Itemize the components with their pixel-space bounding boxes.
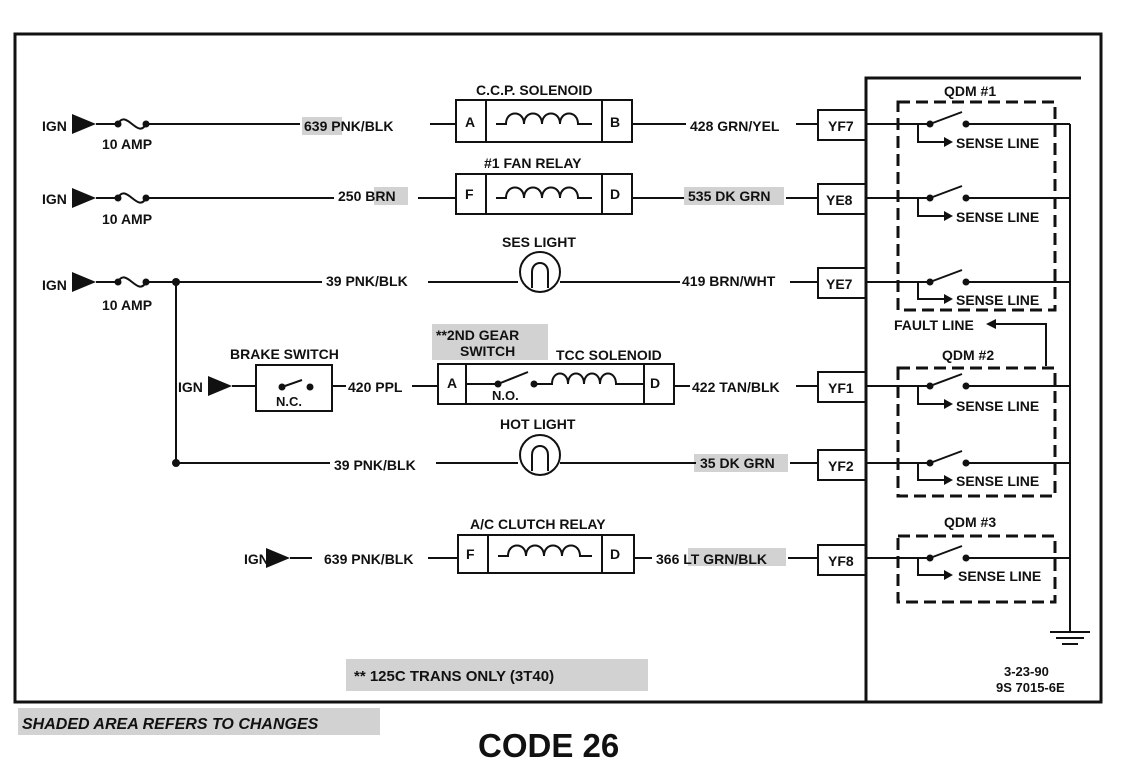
qdm-switch: SENSE LINE xyxy=(917,111,1070,151)
wire-label: 35 DK GRN xyxy=(700,455,775,471)
sense-line-label: SENSE LINE xyxy=(958,568,1041,584)
ecm-pin-label: YF8 xyxy=(828,553,854,569)
ecm-pin-label: YF2 xyxy=(828,458,854,474)
sense-line-label: SENSE LINE xyxy=(956,135,1039,151)
pin-label: A xyxy=(447,375,457,391)
sense-line-label: SENSE LINE xyxy=(956,398,1039,414)
ign-label: IGN xyxy=(244,551,269,567)
coil-symbol xyxy=(534,372,644,385)
pin-label: D xyxy=(610,186,620,202)
component-title: SWITCH xyxy=(460,343,515,359)
ign-label: IGN xyxy=(178,379,203,395)
wire-label: 39 PNK/BLK xyxy=(334,457,416,473)
row-tcc-solenoid: BRAKE SWITCH IGN N.C. 420 PPL **2ND GEAR… xyxy=(178,327,918,412)
fuse-rating-label: 10 AMP xyxy=(102,297,152,313)
ign-label: IGN xyxy=(42,191,67,207)
coil-symbol xyxy=(496,186,592,199)
ecm-pin-label: YF1 xyxy=(828,380,854,396)
ecm-module: QDM #1 QDM #2 QDM #3 SENSE LINE SENS xyxy=(864,76,1090,702)
component-title: **2ND GEAR xyxy=(436,327,519,343)
sense-line-label: SENSE LINE xyxy=(956,473,1039,489)
pin-label: D xyxy=(610,546,620,562)
row-hot-light: 39 PNK/BLK HOT LIGHT 35 DK GRN YF2 xyxy=(172,416,918,481)
qdm-switch: SENSE LINE xyxy=(917,545,1070,584)
qdm-switch: SENSE LINE xyxy=(917,185,1070,225)
pin-label: F xyxy=(465,186,474,202)
switch-contact-label: N.C. xyxy=(276,394,302,409)
wire-label: 639 PNK/BLK xyxy=(324,551,413,567)
coil-symbol xyxy=(496,112,592,125)
wire-label: 419 BRN/WHT xyxy=(682,273,776,289)
ecm-pin-label: YE7 xyxy=(826,276,853,292)
ground-symbol xyxy=(1050,631,1090,645)
qdm-box xyxy=(896,366,1057,498)
sense-line-label: SENSE LINE xyxy=(956,209,1039,225)
component-title: #1 FAN RELAY xyxy=(484,155,582,171)
shaded-area-note: SHADED AREA REFERS TO CHANGES xyxy=(22,716,319,733)
coil-symbol xyxy=(498,544,592,557)
fuse-rating-label: 10 AMP xyxy=(102,136,152,152)
sense-line-label: SENSE LINE xyxy=(956,292,1039,308)
pin-label: A xyxy=(465,114,475,130)
wire-label: 420 PPL xyxy=(348,379,403,395)
switch-contact-label: N.O. xyxy=(492,388,519,403)
qdm-label: QDM #1 xyxy=(944,83,996,99)
fault-line-label: FAULT LINE xyxy=(894,317,974,333)
fuse-rating-label: 10 AMP xyxy=(102,211,152,227)
pin-label: F xyxy=(466,546,475,562)
wire-label: 535 DK GRN xyxy=(688,188,770,204)
component-title: A/C CLUTCH RELAY xyxy=(470,516,606,532)
document-number: 9S 7015-6E xyxy=(996,680,1065,695)
ecm-pin-label: YF7 xyxy=(828,118,854,134)
wire-label: 39 PNK/BLK xyxy=(326,273,408,289)
ecm-pin-label: YE8 xyxy=(826,192,853,208)
trans-note: ** 125C TRANS ONLY (3T40) xyxy=(354,668,554,685)
qdm-switch: SENSE LINE xyxy=(917,373,1070,414)
qdm-label: QDM #3 xyxy=(944,514,996,530)
pin-label: D xyxy=(650,375,660,391)
ign-label: IGN xyxy=(42,118,67,134)
qdm-box xyxy=(896,534,1057,604)
pin-label: B xyxy=(610,114,620,130)
qdm-box xyxy=(896,100,1057,312)
wire-label: 250 BRN xyxy=(338,188,396,204)
component-title: SES LIGHT xyxy=(502,234,576,250)
code-title: CODE 26 xyxy=(478,727,619,764)
qdm-label: QDM #2 xyxy=(942,347,994,363)
ign-label: IGN xyxy=(42,277,67,293)
component-title: BRAKE SWITCH xyxy=(230,346,339,362)
bulb-symbol xyxy=(519,251,561,293)
bulb-symbol xyxy=(519,434,561,476)
qdm-switch: SENSE LINE xyxy=(917,269,1070,308)
date-label: 3-23-90 xyxy=(1004,664,1049,679)
diagram-frame xyxy=(13,32,1103,704)
row-ac-clutch-relay: IGN 639 PNK/BLK A/C CLUTCH RELAY F D 366… xyxy=(244,516,918,576)
qdm-switch: SENSE LINE xyxy=(917,450,1070,489)
row-ses-light: IGN 10 AMP 39 PNK/BLK SES LIGHT 419 BRN/… xyxy=(42,234,918,313)
component-title: C.C.P. SOLENOID xyxy=(476,82,592,98)
wire-label: 639 PNK/BLK xyxy=(304,118,393,134)
wire-label: 422 TAN/BLK xyxy=(692,379,780,395)
row-ccp-solenoid: IGN 10 AMP 639 PNK/BLK C.C.P. SOLENOID A… xyxy=(42,82,918,152)
wire-label: 428 GRN/YEL xyxy=(690,118,780,134)
component-title: TCC SOLENOID xyxy=(556,347,662,363)
shaded-change-areas xyxy=(18,117,788,735)
component-title: HOT LIGHT xyxy=(500,416,576,432)
wire-label: 366 LT GRN/BLK xyxy=(656,551,767,567)
row-fan-relay: IGN 10 AMP 250 BRN #1 FAN RELAY F D 535 … xyxy=(42,155,918,227)
